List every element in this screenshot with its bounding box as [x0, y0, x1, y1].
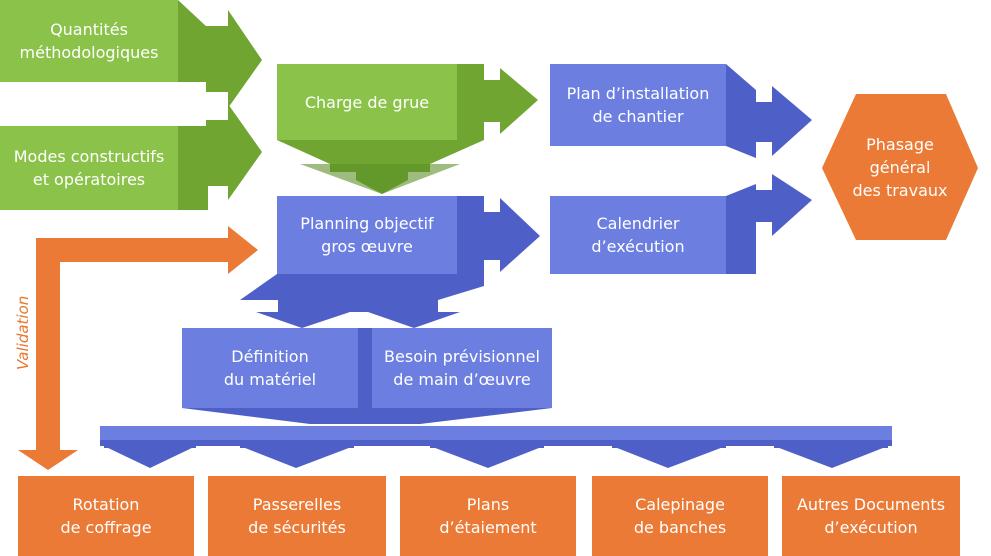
node-rotation: Rotation de coffrage: [60, 495, 152, 537]
node-calepinage: Calepinage de banches: [633, 495, 727, 537]
node-modes-shape: [0, 104, 262, 210]
node-autres: Autres Documents d’exécution: [796, 495, 946, 537]
node-plan-installation: Plan d’installation de chantier: [566, 84, 710, 126]
node-definition-shape: [182, 328, 372, 408]
node-calendrier-shape: [550, 174, 812, 274]
node-besoin: Besoin prévisionnel de main d’œuvre: [384, 347, 540, 389]
node-charge-grue: Charge de grue: [304, 92, 430, 112]
node-plans-etaiement: Plans d’étaiement: [439, 495, 537, 537]
node-passerelles-shape: [208, 476, 386, 556]
node-phasage: Phasage général des travaux: [852, 134, 948, 200]
node-modes: Modes constructifs et opératoires: [13, 147, 165, 189]
node-calepinage-shape: [592, 476, 768, 556]
node-passerelles: Passerelles de sécurités: [248, 495, 346, 537]
node-calendrier: Calendrier d’exécution: [591, 214, 685, 256]
node-phasage-shape: [822, 94, 978, 240]
node-plans-etaiement-shape: [400, 476, 576, 556]
node-besoin-shape: [372, 328, 552, 408]
node-rotation-shape: [18, 476, 194, 556]
node-planning: Planning objectif gros œuvre: [300, 214, 434, 256]
node-charge-grue-shape: [277, 64, 538, 194]
node-autres-shape: [782, 476, 960, 556]
node-planning-shape: [240, 196, 540, 328]
node-quantites-shape: [0, 0, 262, 108]
validation-arrow: [18, 226, 258, 470]
node-quantites: Quantités méthodologiques: [19, 20, 159, 62]
merge-funnel: [182, 408, 552, 424]
node-definition: Définition du matériel: [223, 347, 317, 389]
distribution-bar: [100, 426, 892, 468]
node-plan-installation-shape: [550, 64, 812, 158]
validation-label: Validation: [14, 295, 32, 370]
